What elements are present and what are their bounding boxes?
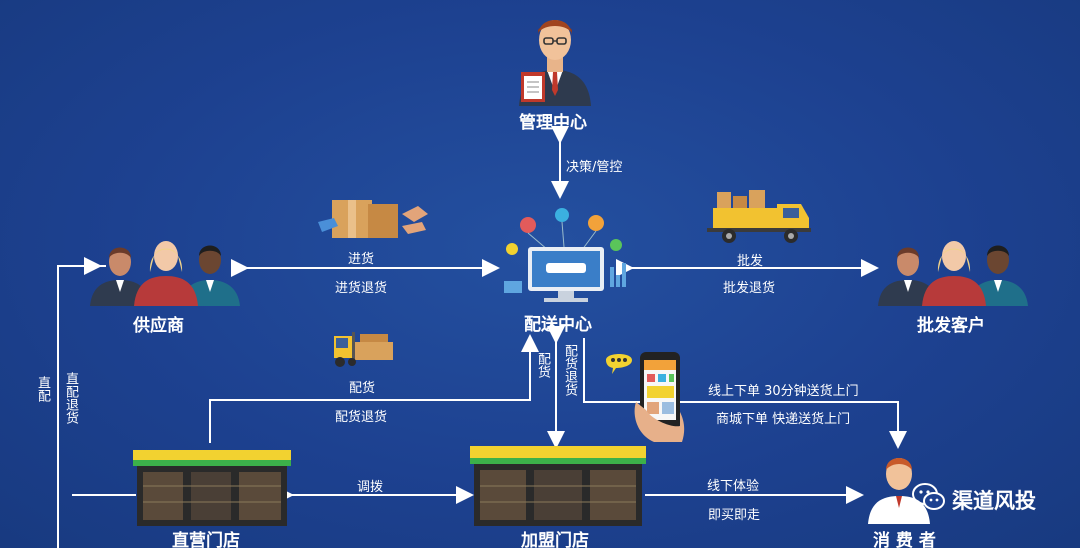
consumer-figure-icon [868,458,930,524]
label-allocation-vertical: 配货 [535,352,550,378]
label-wholesale-return: 批发退货 [723,281,776,296]
node-direct-store: 直营门店 [172,531,240,548]
node-distribution: 配送中心 [524,315,592,335]
label-transfer: 调拨 [357,480,384,495]
boxes-handover-icon [318,200,428,238]
label-allocation-return: 配货退货 [335,410,388,425]
node-supplier: 供应商 [133,316,184,336]
wechat-logo-icon [912,483,945,510]
node-wholesale-client: 批发客户 [917,316,985,336]
delivery-truck-icon [707,190,811,243]
label-direct-alloc-return: 直配退货 [63,372,78,424]
supplier-people-icon [90,241,240,306]
label-allocation-return-vertical: 配货退货 [562,344,577,396]
label-offline-experience: 线下体验 [707,479,760,494]
node-management: 管理中心 [519,113,587,133]
wholesale-client-people-icon [878,241,1028,306]
node-franchise-store: 加盟门店 [521,531,589,548]
label-stock-in: 进货 [348,252,375,267]
watermark: 渠道风投 [912,476,1062,522]
direct-store-icon [133,450,291,526]
label-wholesale: 批发 [737,254,764,269]
node-consumer: 消 费 者 [873,531,936,548]
distribution-computer-icon [504,208,626,302]
manager-figure-icon [519,20,591,106]
smartphone-hand-icon [606,352,685,442]
label-buy-and-go: 即买即走 [708,508,761,523]
franchise-store-icon [470,446,646,526]
label-online-order: 线上下单 30分钟送货上门 [708,384,859,399]
label-decision: 决策/管控 [566,160,623,175]
watermark-text: 渠道风投 [952,489,1036,513]
label-mall-order: 商城下单 快递送货上门 [716,412,851,427]
label-direct-alloc: 直配 [35,376,50,402]
label-allocation: 配货 [349,381,376,396]
forklift-icon [334,332,393,367]
label-stock-in-return: 进货退货 [335,281,388,296]
